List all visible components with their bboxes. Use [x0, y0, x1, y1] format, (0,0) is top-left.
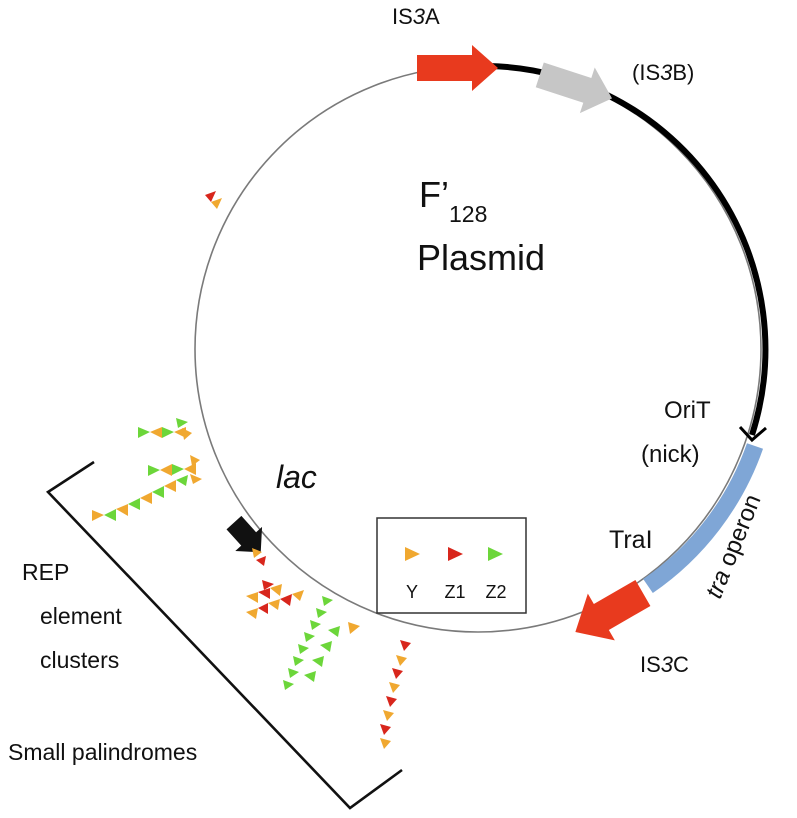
plasmid-name-prefix: F’: [419, 174, 449, 215]
rep-cluster-2: [148, 455, 200, 476]
rep-cluster-3: [92, 474, 202, 521]
trai-label: TraI: [609, 526, 653, 554]
cluster-bracket: [45, 460, 403, 810]
rep-cluster-1: [138, 418, 192, 440]
small-palindrome-top: [205, 191, 222, 209]
is3c-label: IS3C: [640, 652, 689, 677]
backbone-arrowhead-icon: [738, 425, 767, 443]
rep-cluster-6: [283, 596, 360, 690]
is3c-arrow-icon: [575, 580, 651, 641]
legend: Y Z1 Z2: [376, 517, 527, 614]
rep-cluster-7: [380, 640, 411, 749]
legend-box: [376, 517, 527, 614]
lac-arrow-icon: [226, 515, 263, 553]
rep-label-line1: REP: [22, 559, 69, 585]
legend-y-icon: [405, 547, 420, 561]
rep-label-line3: clusters: [40, 647, 119, 673]
is3a-label: IS3A: [392, 4, 440, 29]
legend-z2-icon: [488, 547, 503, 561]
legend-y-label: Y: [406, 582, 418, 602]
rep-label-line2: element: [40, 603, 122, 629]
legend-z2-label: Z2: [485, 582, 506, 602]
nick-label: (nick): [641, 441, 700, 468]
is3a-arrow-icon: [417, 45, 498, 91]
legend-z1-label: Z1: [444, 582, 465, 602]
plasmid-name-subscript: 128: [449, 201, 487, 227]
tra-operon-band: [643, 443, 764, 594]
plasmid-title-line2: Plasmid: [417, 237, 545, 278]
orit-label: OriT: [664, 397, 711, 424]
is3b-arrow-icon: [535, 62, 613, 114]
rep-cluster-4: [252, 548, 266, 566]
plasmid-title: F’128: [419, 174, 487, 227]
small-palindromes-label: Small palindromes: [8, 739, 197, 765]
legend-z1-icon: [448, 547, 463, 561]
rep-cluster-5: [246, 580, 304, 619]
is3b-label: (IS3B): [632, 60, 694, 85]
lac-label: lac: [276, 459, 317, 495]
